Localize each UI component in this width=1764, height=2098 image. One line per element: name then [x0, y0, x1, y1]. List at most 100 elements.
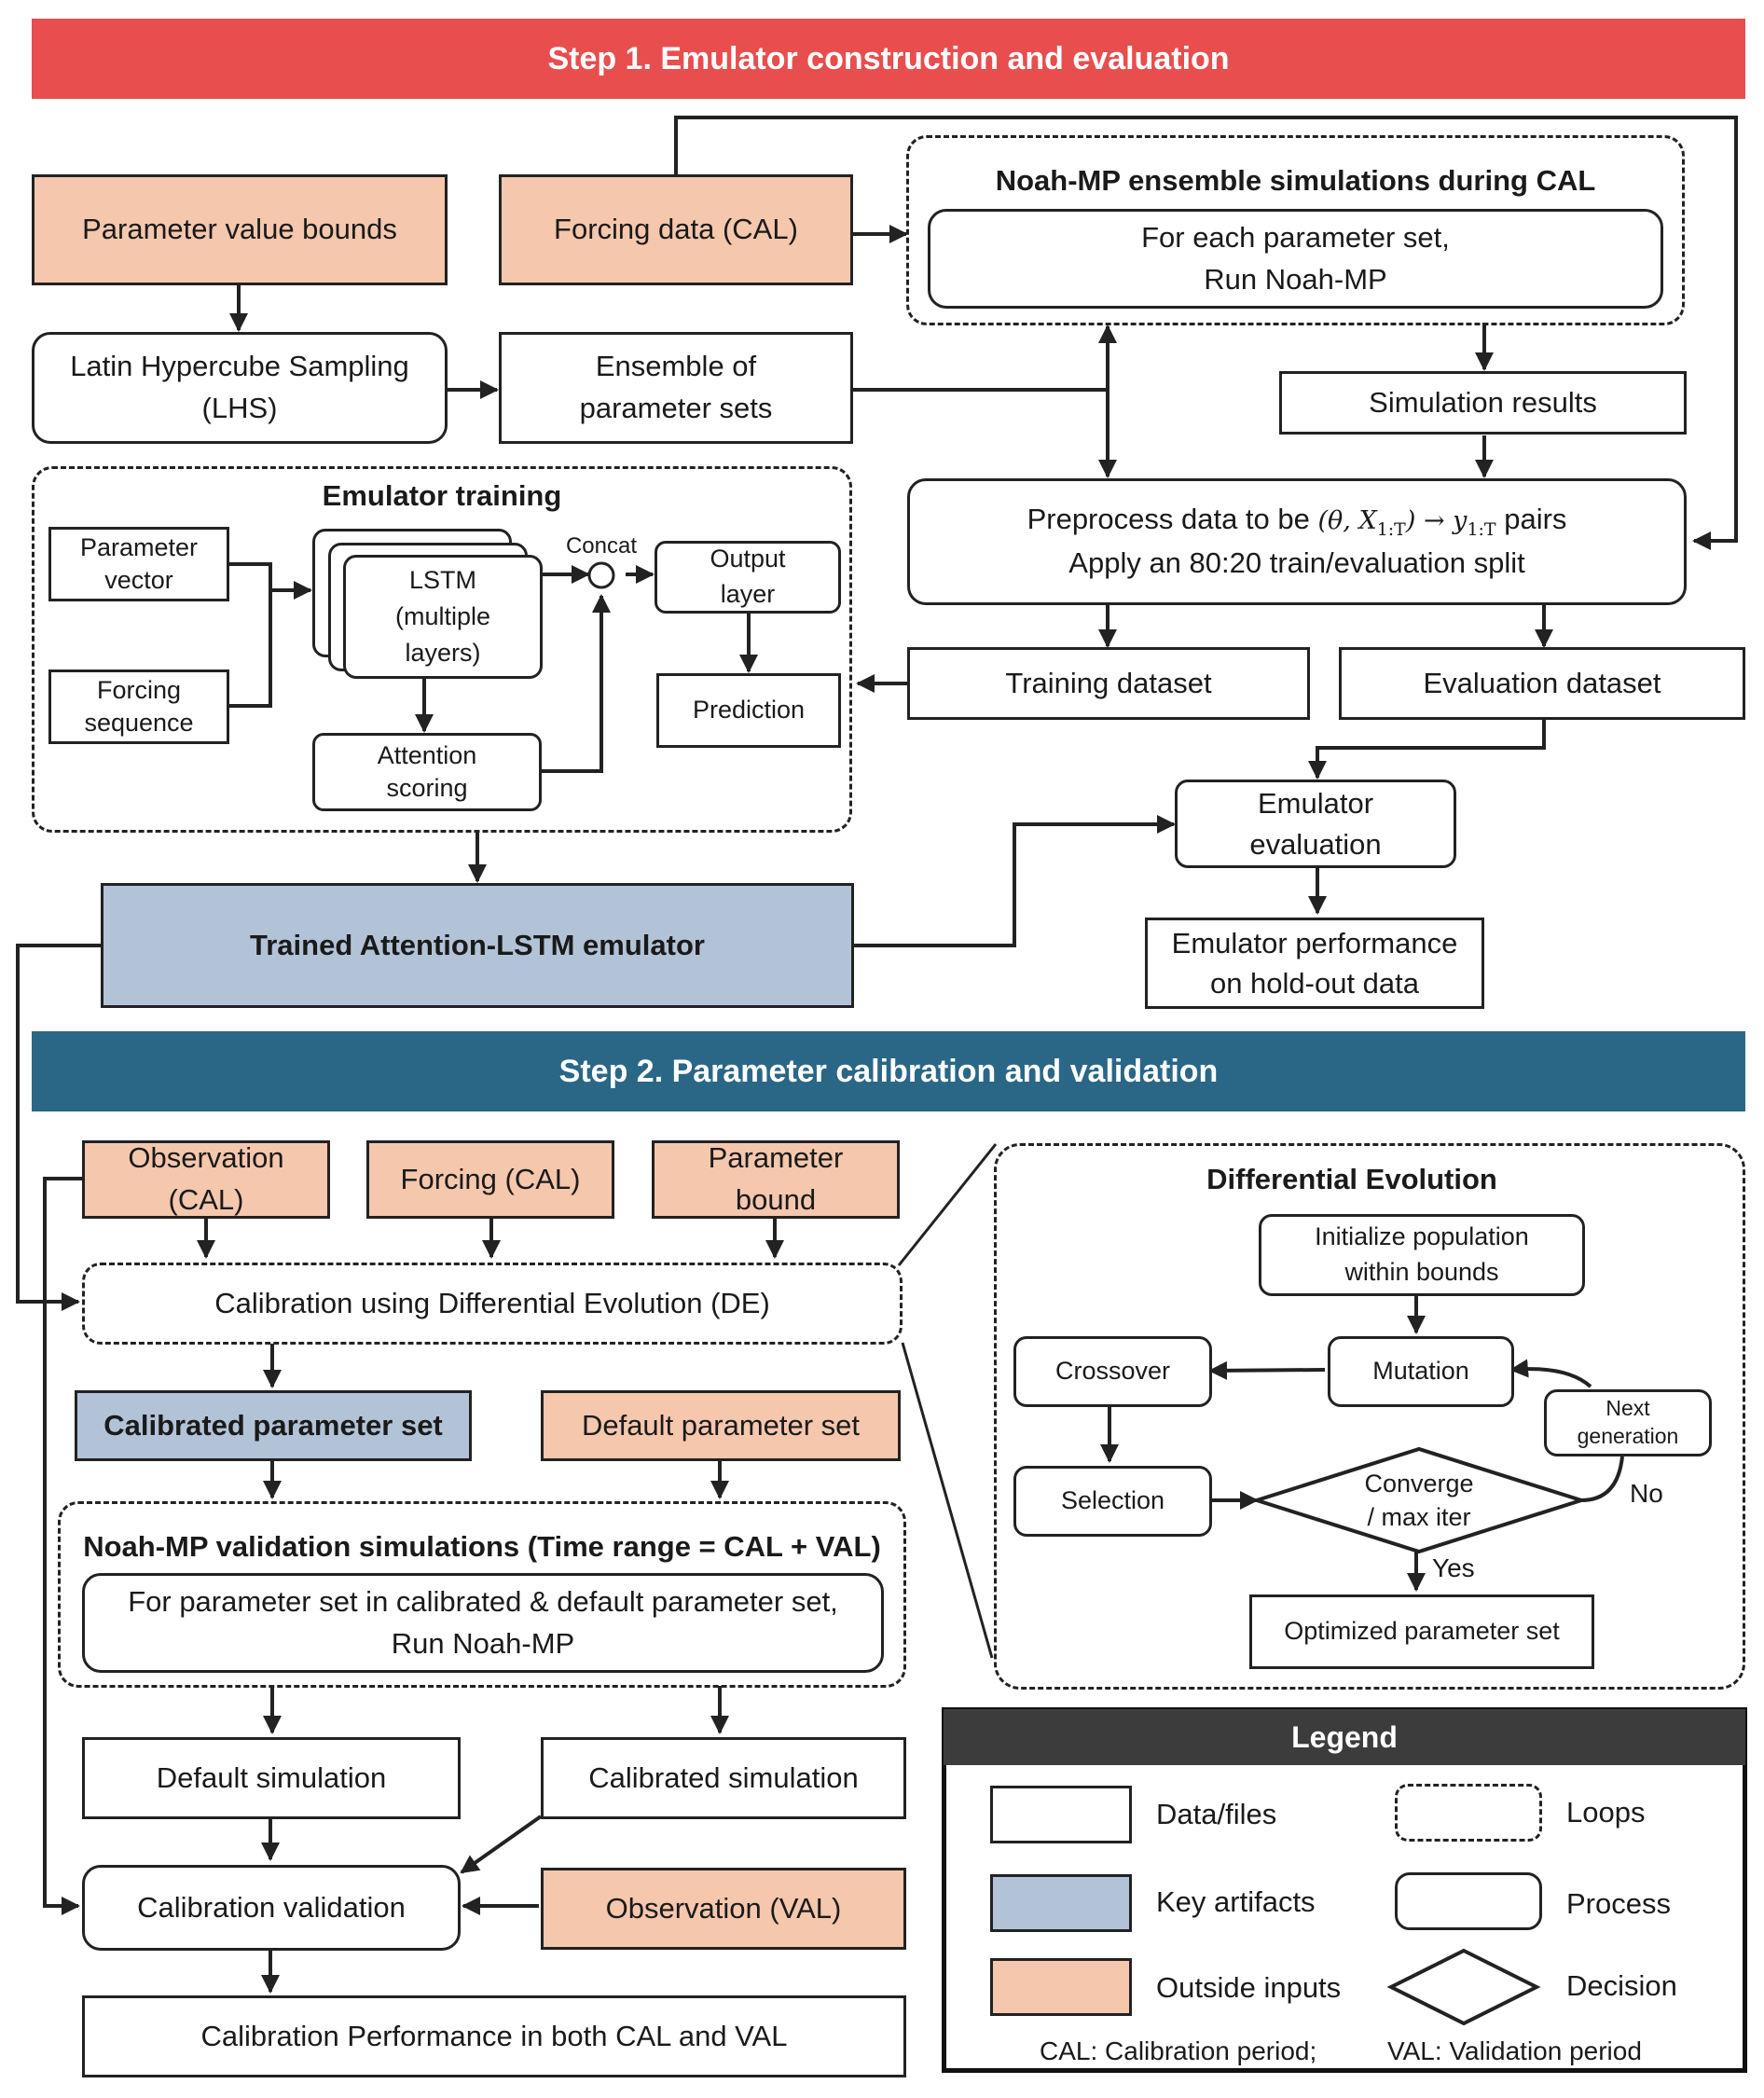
- param-bound-line2: bound: [735, 1183, 817, 1216]
- observation-cal: Observation (CAL): [82, 1140, 330, 1219]
- concat-label: Concat: [565, 533, 638, 559]
- calibration-performance: Calibration Performance in both CAL and …: [82, 1995, 906, 2077]
- ensemble-sets-line1: Ensemble of: [595, 350, 757, 383]
- evaluation-dataset: Evaluation dataset: [1339, 647, 1745, 720]
- preprocess-line1: Preprocess data to be (θ, X1:T) → y1:T p…: [1027, 499, 1567, 544]
- preprocess-line1-suffix: pairs: [1495, 502, 1567, 535]
- parameter-vector-line1: Parameter: [79, 532, 199, 561]
- calibration-using-de: Calibration using Differential Evolution…: [82, 1263, 903, 1345]
- no-label: No: [1630, 1479, 1663, 1508]
- ensemble-of-parameter-sets: Ensemble of parameter sets: [499, 332, 853, 444]
- attention-line1: Attention: [377, 740, 477, 769]
- legend-data-files-label: Data/files: [1156, 1798, 1277, 1830]
- output-layer-line1: Output: [710, 545, 786, 573]
- legend-val-note: VAL: Validation period: [1387, 2036, 1642, 2065]
- next-generation: Next generation: [1544, 1389, 1712, 1456]
- run-noah-mp-line2: Run Noah-MP: [1204, 262, 1387, 296]
- ensemble-sets-line2: parameter sets: [579, 392, 773, 424]
- emulator-training-title: Emulator training: [322, 479, 562, 512]
- emulator-eval-line2: evaluation: [1249, 827, 1382, 861]
- calibrated-simulation: Calibrated simulation: [541, 1737, 906, 1819]
- ensemble-simulations-title: Noah-MP ensemble simulations during CAL: [995, 164, 1596, 197]
- mutation: Mutation: [1328, 1336, 1514, 1407]
- converge-line2: / max iter: [1367, 1503, 1471, 1531]
- validation-simulations-loop: [58, 1501, 906, 1688]
- differential-evolution-loop: [994, 1143, 1745, 1690]
- preprocess-line1-prefix: Preprocess data to be: [1027, 502, 1318, 535]
- lstm-multiple-layers: LSTM (multiple layers): [343, 555, 543, 679]
- converge-line1: Converge: [1364, 1469, 1474, 1498]
- preprocess-line2: Apply an 80:20 train/evaluation split: [1068, 546, 1525, 580]
- legend-key-artifacts-swatch: [990, 1874, 1132, 1932]
- preprocess-sub1: 1:T: [1376, 518, 1406, 540]
- forcing-sequence-line1: Forcing: [96, 675, 182, 704]
- selection: Selection: [1013, 1466, 1212, 1537]
- preprocess-sub2: 1:T: [1467, 518, 1496, 540]
- forcing-sequence-line2: sequence: [84, 709, 194, 737]
- lstm-line1: LSTM: [408, 565, 476, 594]
- next-gen-line1: Next: [1606, 1396, 1650, 1421]
- legend-decision-diamond: [1386, 1948, 1541, 2026]
- run-noah-mp-ensemble: For each parameter set, Run Noah-MP: [928, 209, 1663, 309]
- default-simulation: Default simulation: [82, 1737, 461, 1819]
- parameter-vector: Parameter vector: [48, 527, 229, 601]
- latin-hypercube-sampling: Latin Hypercube Sampling (LHS): [32, 332, 448, 444]
- de-title: Differential Evolution: [1206, 1163, 1497, 1195]
- legend-loops-swatch: [1395, 1784, 1542, 1842]
- forcing-cal-step2: Forcing (CAL): [366, 1140, 614, 1219]
- validation-line1: For parameter set in calibrated & defaul…: [128, 1584, 838, 1618]
- converge-diamond: [1250, 1446, 1588, 1554]
- converge-max-iter: Converge / max iter: [1305, 1468, 1533, 1533]
- forcing-sequence: Forcing sequence: [48, 669, 229, 744]
- lhs-line2: (LHS): [201, 392, 278, 424]
- run-noah-mp-validation: For parameter set in calibrated & defaul…: [82, 1573, 884, 1673]
- simulation-results: Simulation results: [1279, 371, 1687, 435]
- preprocess-math-theta: (θ, X: [1317, 505, 1377, 535]
- optimized-parameter-set: Optimized parameter set: [1249, 1594, 1594, 1669]
- parameter-vector-line2: vector: [104, 566, 173, 594]
- next-gen-line2: generation: [1577, 1424, 1679, 1448]
- init-line1: Initialize population: [1315, 1222, 1529, 1251]
- emulator-perf-line1: Emulator performance: [1171, 926, 1458, 959]
- legend-process-label: Process: [1566, 1887, 1671, 1920]
- attention-scoring: Attention scoring: [312, 733, 542, 811]
- init-line2: within bounds: [1344, 1258, 1499, 1286]
- legend-process-swatch: [1395, 1872, 1542, 1930]
- forcing-data-cal: Forcing data (CAL): [499, 174, 853, 285]
- observation-val: Observation (VAL): [541, 1868, 906, 1950]
- validation-line2: Run Noah-MP: [391, 1626, 575, 1660]
- validation-simulations-title: Noah-MP validation simulations (Time ran…: [83, 1530, 881, 1563]
- output-layer: Output layer: [655, 541, 841, 614]
- lstm-line2: (multiple: [394, 601, 491, 630]
- legend-data-files-swatch: [990, 1786, 1132, 1843]
- trained-attention-lstm-emulator: Trained Attention-LSTM emulator: [101, 883, 854, 1008]
- obs-cal-line1: Observation: [128, 1141, 284, 1175]
- legend-cal-note: CAL: Calibration period;: [1040, 2036, 1317, 2065]
- preprocess-math-arrow: ) → y: [1405, 505, 1468, 535]
- emulator-training-loop: [32, 466, 852, 833]
- emulator-performance: Emulator performance on hold-out data: [1145, 918, 1484, 1009]
- parameter-bound: Parameter bound: [652, 1140, 900, 1219]
- preprocess-data: Preprocess data to be (θ, X1:T) → y1:T p…: [907, 478, 1687, 605]
- calibrated-parameter-set: Calibrated parameter set: [75, 1390, 472, 1461]
- training-dataset: Training dataset: [907, 647, 1310, 720]
- legend-loops-label: Loops: [1566, 1796, 1646, 1829]
- param-bound-line1: Parameter: [708, 1141, 844, 1175]
- run-noah-mp-line1: For each parameter set,: [1141, 220, 1450, 254]
- prediction: Prediction: [656, 673, 841, 748]
- step2-banner: Step 2. Parameter calibration and valida…: [32, 1031, 1745, 1111]
- concat-node: [587, 561, 615, 589]
- legend-key-artifacts-label: Key artifacts: [1156, 1885, 1316, 1918]
- lhs-line1: Latin Hypercube Sampling: [70, 350, 409, 383]
- parameter-value-bounds: Parameter value bounds: [32, 174, 448, 285]
- legend-outside-inputs-swatch: [990, 1958, 1132, 2016]
- emulator-eval-line1: Emulator: [1257, 787, 1374, 821]
- default-parameter-set: Default parameter set: [541, 1390, 901, 1461]
- initialize-population: Initialize population within bounds: [1259, 1214, 1585, 1296]
- obs-cal-line2: (CAL): [168, 1183, 244, 1216]
- attention-line2: scoring: [386, 774, 468, 802]
- legend-title: Legend: [944, 1709, 1745, 1765]
- yes-label: Yes: [1432, 1553, 1475, 1582]
- calibration-validation: Calibration validation: [82, 1865, 461, 1951]
